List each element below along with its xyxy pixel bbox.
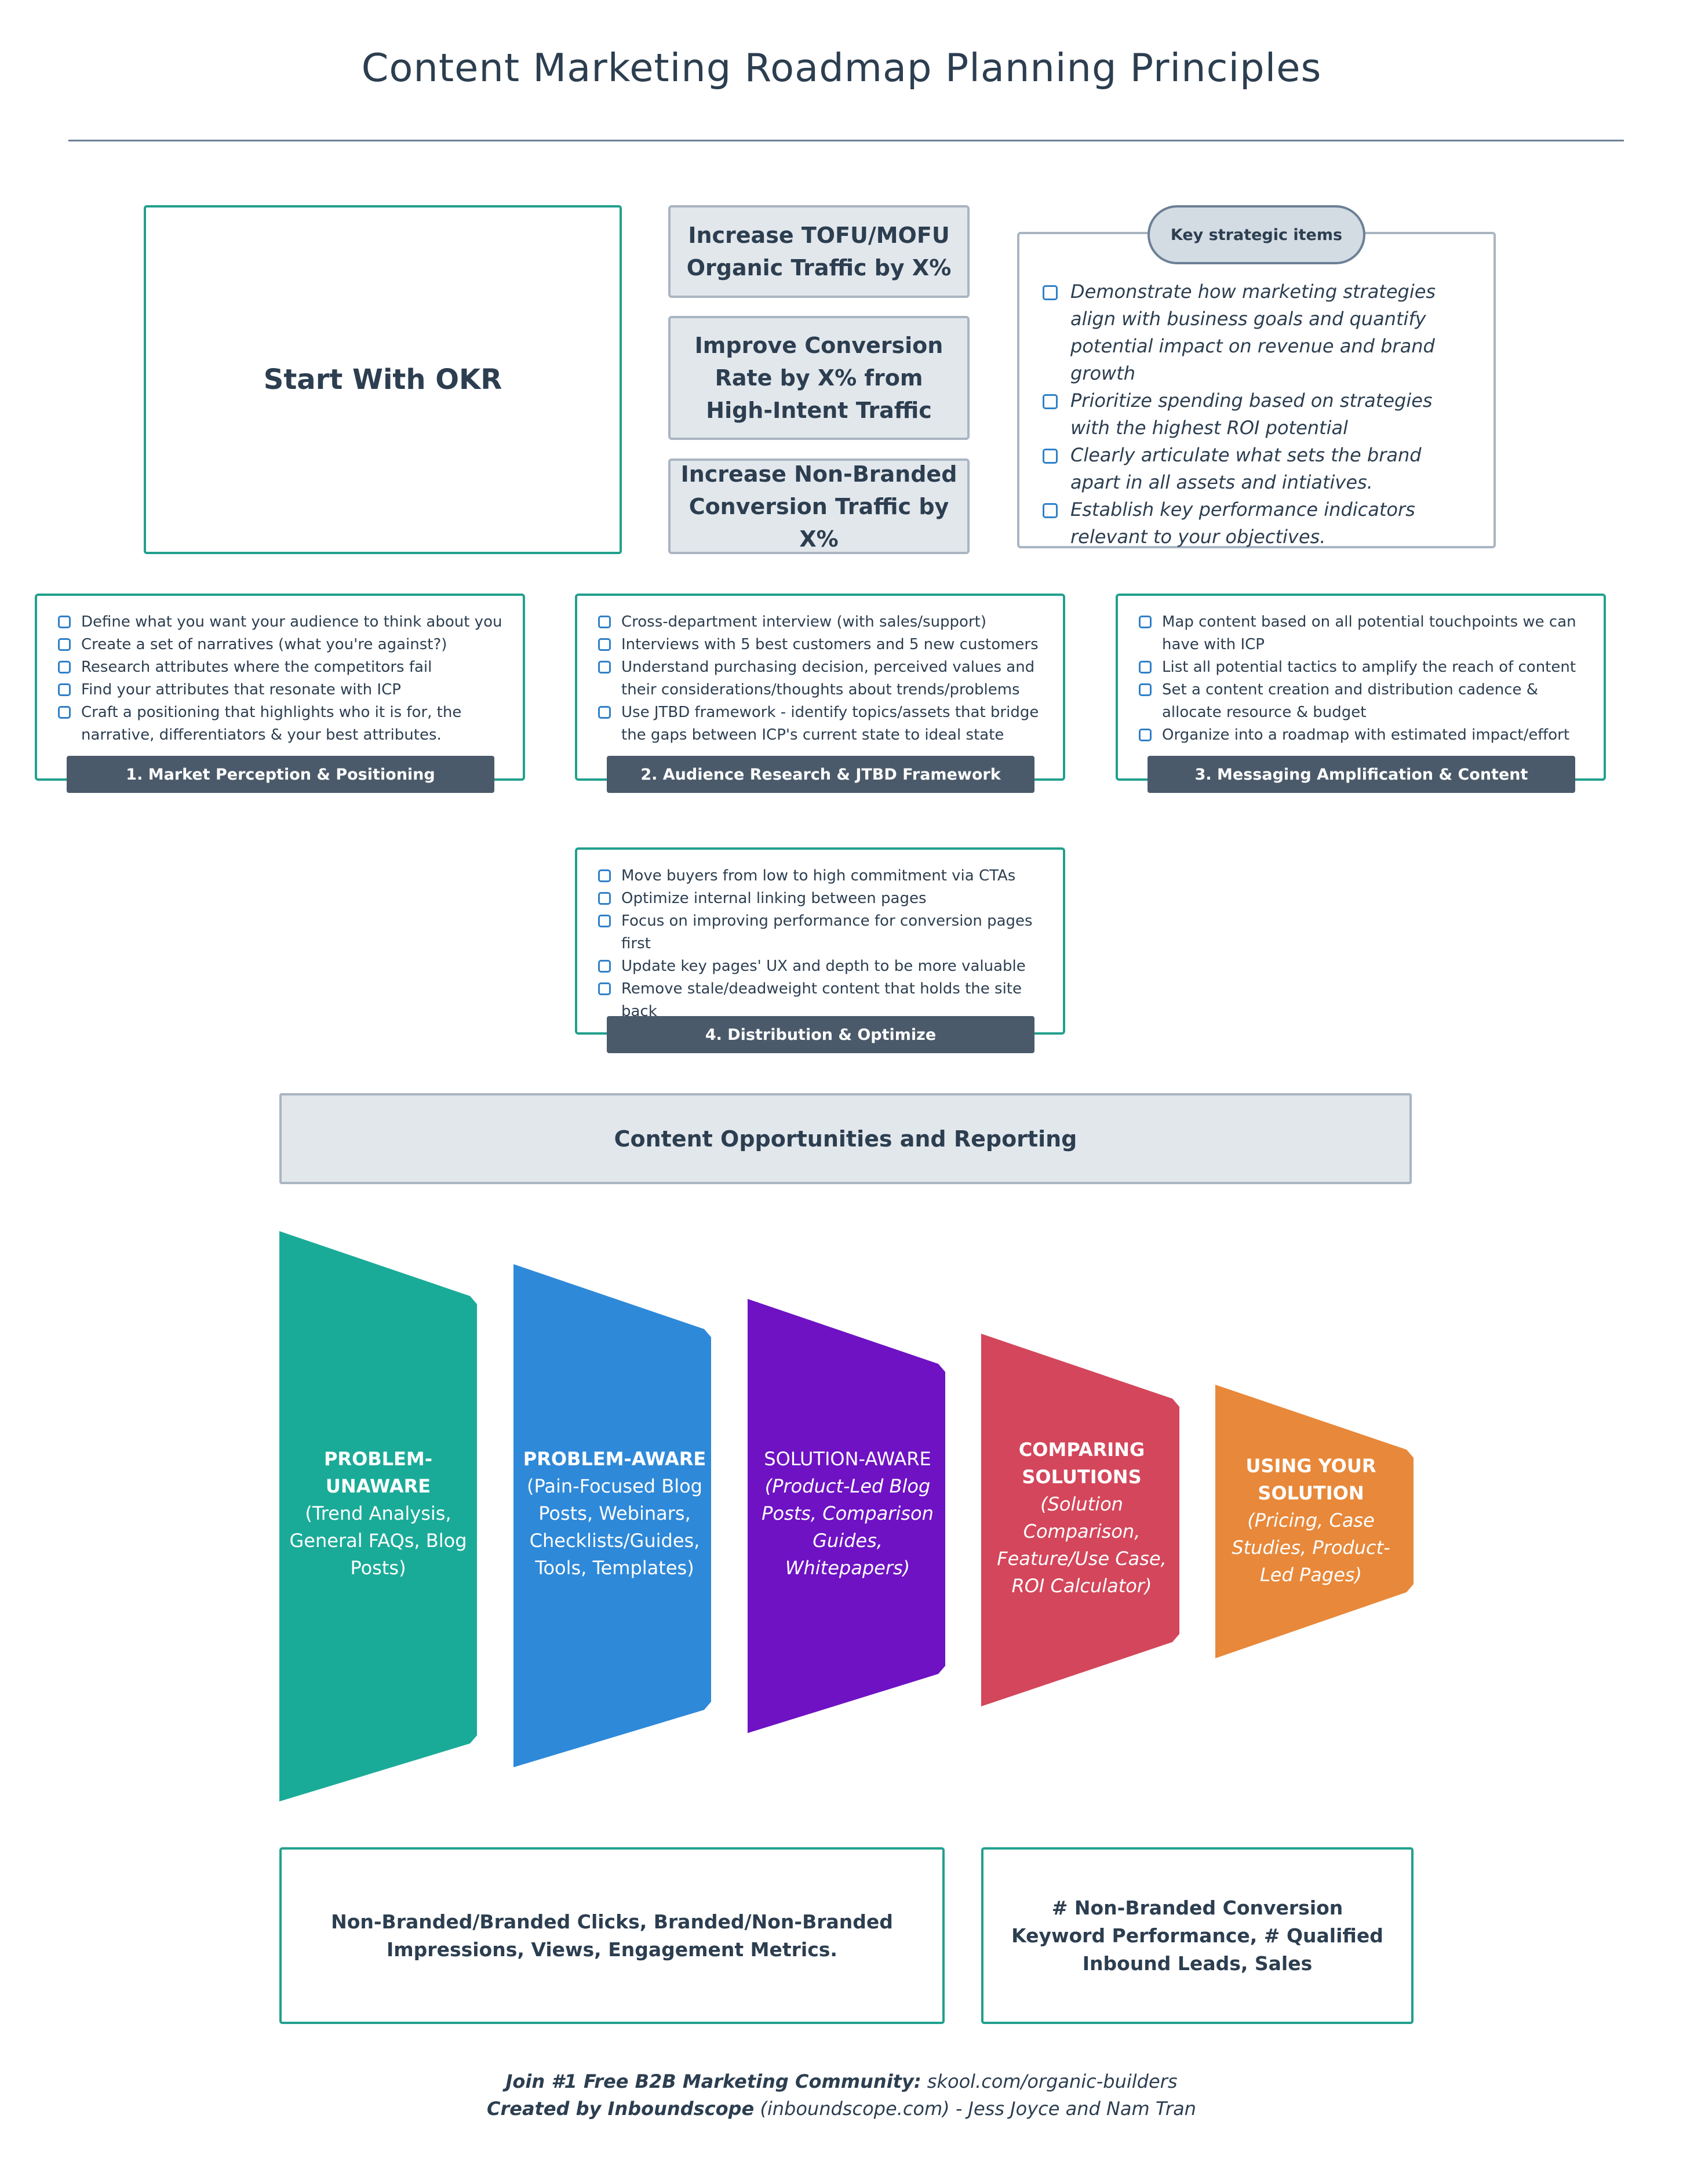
checkbox-icon[interactable]	[598, 616, 611, 628]
key-strategic-item: Demonstrate how marketing strategies ali…	[1043, 278, 1476, 387]
okr-goal-2: Improve Conversion Rate by X% from High-…	[668, 316, 970, 440]
opportunities-header: Content Opportunities and Reporting	[279, 1093, 1412, 1184]
funnel-stage-4-shape	[981, 1334, 1179, 1706]
funnel-stage-heading: PROBLEM-AWARE	[523, 1448, 706, 1470]
footer-credits-label: Created by Inboundscope	[487, 2098, 755, 2120]
funnel-stage-5-text: USING YOUR SOLUTION (Pricing, Case Studi…	[1224, 1453, 1398, 1589]
checkbox-icon[interactable]	[1139, 729, 1152, 741]
funnel-stage-3-shape	[748, 1299, 945, 1733]
key-strategic-label: Key strategic items	[1148, 205, 1365, 264]
section-item: Organize into a roadmap with estimated i…	[1139, 724, 1592, 747]
section-item: Set a content creation and distribution …	[1139, 679, 1592, 724]
checkbox-icon[interactable]	[58, 661, 71, 674]
metrics-box-conversion: # Non-Branded Conversion Keyword Perform…	[981, 1847, 1414, 2024]
section-label-3: 3. Messaging Amplification & Content	[1148, 756, 1575, 793]
funnel-stage-2-shape	[513, 1264, 711, 1767]
funnel-stage-4-text: COMPARING SOLUTIONS (Solution Comparison…	[988, 1436, 1176, 1600]
section-item: List all potential tactics to amplify th…	[1139, 656, 1592, 679]
footer-community: Join #1 Free B2B Marketing Community: sk…	[0, 2067, 1683, 2095]
section-item: Research attributes where the competitor…	[58, 656, 511, 679]
section-label-2: 2. Audience Research & JTBD Framework	[607, 756, 1034, 793]
section-distribution: Move buyers from low to high commitment …	[575, 847, 1065, 1035]
funnel-stage-heading: COMPARING SOLUTIONS	[1018, 1439, 1145, 1488]
funnel-stage-heading: USING YOUR SOLUTION	[1245, 1455, 1376, 1504]
funnel-stage-detail: (Pain-Focused Blog Posts, Webinars, Chec…	[527, 1475, 702, 1579]
checkbox-icon[interactable]	[1043, 394, 1058, 409]
funnel-stage-1-shape	[279, 1231, 477, 1801]
checkbox-icon[interactable]	[1139, 683, 1152, 696]
metrics-box-awareness: Non-Branded/Branded Clicks, Branded/Non-…	[279, 1847, 945, 2024]
checkbox-icon[interactable]	[1043, 449, 1058, 464]
checkbox-icon[interactable]	[598, 661, 611, 674]
section-item: Find your attributes that resonate with …	[58, 679, 511, 701]
section-item: Understand purchasing decision, perceive…	[598, 656, 1051, 701]
okr-goal-3: Increase Non-Branded Conversion Traffic …	[668, 458, 970, 554]
funnel-stage-1-text: PROBLEM-UNAWARE (Trend Analysis, General…	[284, 1446, 472, 1582]
checkbox-icon[interactable]	[58, 616, 71, 628]
footer-credits: Created by Inboundscope (inboundscope.co…	[0, 2095, 1683, 2123]
section-market-perception: Define what you want your audience to th…	[35, 594, 525, 781]
section-audience-research: Cross-department interview (with sales/s…	[575, 594, 1065, 781]
checkbox-icon[interactable]	[58, 706, 71, 719]
footer-credits-detail: (inboundscope.com) - Jess Joyce and Nam …	[754, 2098, 1196, 2120]
checkbox-icon[interactable]	[598, 869, 611, 882]
checkbox-icon[interactable]	[58, 638, 71, 651]
footer-community-label: Join #1 Free B2B Marketing Community:	[505, 2070, 921, 2092]
checkbox-icon[interactable]	[598, 892, 611, 905]
section-messaging: Map content based on all potential touch…	[1116, 594, 1606, 781]
section-item: Interviews with 5 best customers and 5 n…	[598, 634, 1051, 656]
section-item: Create a set of narratives (what you're …	[58, 634, 511, 656]
section-item: Optimize internal linking between pages	[598, 887, 1051, 910]
funnel-stage-5-shape	[1215, 1385, 1414, 1658]
checkbox-icon[interactable]	[598, 960, 611, 973]
section-item: Use JTBD framework - identify topics/ass…	[598, 701, 1051, 747]
funnel-stage-2-text: PROBLEM-AWARE (Pain-Focused Blog Posts, …	[520, 1446, 709, 1582]
funnel-stage-detail: (Product-Led Blog Posts, Comparison Guid…	[762, 1475, 934, 1579]
section-item: Update key pages' UX and depth to be mor…	[598, 955, 1051, 978]
funnel-stage-heading: PROBLEM-UNAWARE	[323, 1448, 433, 1497]
funnel-stage-heading: SOLUTION-AWARE	[764, 1448, 931, 1470]
okr-box: Start With OKR	[144, 205, 622, 554]
checkbox-icon[interactable]	[1139, 616, 1152, 628]
checkbox-icon[interactable]	[598, 982, 611, 995]
page-title: Content Marketing Roadmap Planning Princ…	[361, 45, 1322, 90]
checkbox-icon[interactable]	[1139, 661, 1152, 674]
okr-goal-1: Increase TOFU/MOFU Organic Traffic by X%	[668, 205, 970, 298]
title-divider	[68, 140, 1624, 141]
footer-community-link[interactable]: skool.com/organic-builders	[921, 2070, 1178, 2092]
checkbox-icon[interactable]	[58, 683, 71, 696]
section-item: Define what you want your audience to th…	[58, 611, 511, 634]
section-item: Map content based on all potential touch…	[1139, 611, 1592, 656]
key-strategic-box: Demonstrate how marketing strategies ali…	[1017, 232, 1496, 548]
section-item: Cross-department interview (with sales/s…	[598, 611, 1051, 634]
checkbox-icon[interactable]	[598, 638, 611, 651]
key-strategic-item: Prioritize spending based on strategies …	[1043, 387, 1476, 442]
checkbox-icon[interactable]	[1043, 503, 1058, 518]
funnel-stage-detail: (Solution Comparison, Feature/Use Case, …	[997, 1493, 1167, 1597]
section-label-4: 4. Distribution & Optimize	[607, 1016, 1034, 1053]
okr-label: Start With OKR	[263, 363, 502, 396]
checkbox-icon[interactable]	[1043, 285, 1058, 300]
key-strategic-item: Establish key performance indicators rel…	[1043, 496, 1476, 551]
section-item: Craft a positioning that highlights who …	[58, 701, 511, 747]
key-strategic-item: Clearly articulate what sets the brand a…	[1043, 442, 1476, 496]
checkbox-icon[interactable]	[598, 706, 611, 719]
funnel-stage-detail: (Pricing, Case Studies, Product-Led Page…	[1232, 1509, 1390, 1586]
funnel-stage-3-text: SOLUTION-AWARE (Product-Led Blog Posts, …	[753, 1446, 942, 1582]
section-label-1: 1. Market Perception & Positioning	[67, 756, 494, 793]
funnel-stage-detail: (Trend Analysis, General FAQs, Blog Post…	[289, 1502, 467, 1579]
section-item: Focus on improving performance for conve…	[598, 910, 1051, 955]
section-item: Move buyers from low to high commitment …	[598, 865, 1051, 887]
checkbox-icon[interactable]	[598, 915, 611, 927]
